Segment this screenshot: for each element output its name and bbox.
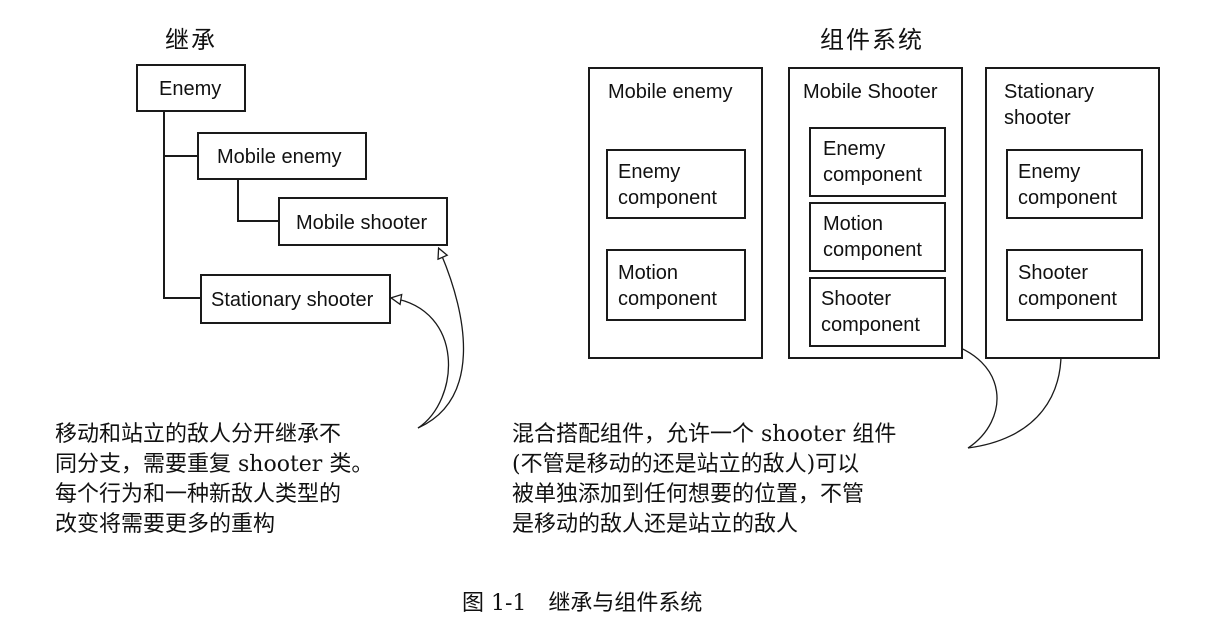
node-mobile-shooter: Mobile shooter bbox=[278, 197, 448, 246]
component-shooter-label: Shooter component bbox=[821, 288, 920, 336]
entity-stationary-shooter: Stationary shooter Enemy component Shoot… bbox=[985, 67, 1160, 359]
arrow-to-mobile-shooter-component bbox=[944, 342, 998, 449]
component-shooter: Shooter component bbox=[809, 277, 946, 347]
component-motion-label: Motion component bbox=[618, 262, 717, 310]
arrow-to-stationary-shooter bbox=[392, 298, 450, 429]
tree-line-enemy-stationary bbox=[163, 156, 200, 299]
node-enemy-label: Enemy bbox=[159, 78, 222, 100]
component-enemy: Enemy component bbox=[606, 149, 746, 219]
tree-line-enemy-mobile bbox=[163, 111, 197, 157]
component-motion: Motion component bbox=[606, 249, 746, 321]
arrow-to-mobile-shooter bbox=[417, 249, 465, 429]
component-enemy-label: Enemy component bbox=[1018, 161, 1117, 209]
component-enemy-label: Enemy component bbox=[618, 161, 717, 209]
figure-caption: 图 1-1 继承与组件系统 bbox=[462, 591, 703, 616]
component-enemy: Enemy component bbox=[1006, 149, 1143, 219]
inheritance-note: 移动和站立的敌人分开继承不 同分支，需要重复 shooter 类。 每个行为和一… bbox=[55, 422, 374, 537]
node-mobile-enemy-label: Mobile enemy bbox=[217, 146, 342, 168]
component-shooter: Shooter component bbox=[1006, 249, 1143, 321]
component-motion: Motion component bbox=[809, 202, 946, 272]
node-stationary-shooter-label: Stationary shooter bbox=[211, 289, 374, 311]
node-mobile-enemy: Mobile enemy bbox=[197, 132, 367, 180]
component-enemy: Enemy component bbox=[809, 127, 946, 197]
component-motion-label: Motion component bbox=[823, 213, 922, 261]
component-system-title: 组件系统 bbox=[820, 26, 924, 54]
tree-line-mobile-shooter bbox=[237, 178, 278, 222]
node-enemy: Enemy bbox=[136, 64, 246, 112]
entity-stationary-shooter-label: Stationary shooter bbox=[1004, 81, 1095, 129]
component-shooter-label: Shooter component bbox=[1018, 262, 1117, 310]
inheritance-title: 继承 bbox=[165, 26, 217, 54]
component-enemy-label: Enemy component bbox=[823, 138, 922, 186]
entity-mobile-enemy-label: Mobile enemy bbox=[608, 81, 733, 103]
entity-mobile-shooter-label: Mobile Shooter bbox=[803, 81, 938, 103]
entity-mobile-enemy: Mobile enemy Enemy component Motion comp… bbox=[588, 67, 763, 359]
node-mobile-shooter-label: Mobile shooter bbox=[296, 212, 428, 234]
component-system-note: 混合搭配组件，允许一个 shooter 组件 (不管是移动的还是站立的敌人)可以… bbox=[512, 422, 897, 537]
node-stationary-shooter: Stationary shooter bbox=[200, 274, 391, 324]
entity-mobile-shooter: Mobile Shooter Enemy component Motion co… bbox=[788, 67, 963, 359]
